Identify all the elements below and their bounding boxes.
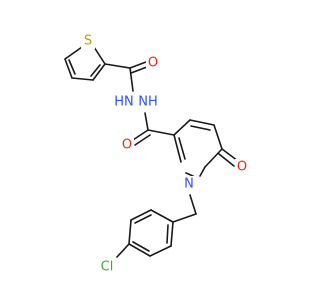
bond [149, 245, 172, 257]
molecule-canvas: S O HN NH O N O Cl [64, 33, 249, 275]
atom-label: Cl [101, 260, 114, 275]
atom-nh: NH [136, 94, 160, 110]
bond [134, 214, 152, 224]
bond [213, 124, 223, 150]
bond [199, 166, 206, 177]
bond [130, 66, 148, 74]
bond [90, 64, 101, 77]
bond [166, 224, 169, 244]
bond [134, 134, 151, 146]
atom-o-upper: O [146, 55, 160, 71]
bond [132, 241, 150, 252]
bond [172, 213, 197, 223]
bond [68, 59, 76, 75]
bond [204, 148, 223, 168]
pyridone-ring [173, 119, 223, 177]
bond [190, 125, 211, 131]
bond [189, 119, 215, 126]
atom-label: N [184, 177, 194, 192]
bond [129, 61, 147, 69]
bond [128, 219, 132, 245]
atom-label: O [122, 138, 132, 153]
chlorobenzene-ring [128, 209, 174, 257]
bond [132, 129, 149, 141]
atom-label: NH [138, 95, 158, 110]
bond [185, 172, 194, 177]
bond [128, 243, 151, 257]
atom-label: S [84, 34, 92, 49]
atom-label: O [237, 160, 247, 175]
bond [178, 137, 186, 160]
bond [150, 209, 174, 223]
bond [64, 46, 83, 60]
atom-n-ring: N [182, 176, 196, 192]
bond [93, 46, 106, 65]
bond [144, 112, 149, 131]
bond [92, 63, 106, 81]
bond [130, 209, 152, 221]
bond [173, 119, 191, 136]
atom-label: O [148, 56, 158, 71]
atom-hn: HN [112, 94, 136, 110]
bond [170, 221, 174, 247]
atom-label: HN [114, 95, 134, 110]
bond [147, 129, 175, 136]
bond [218, 153, 235, 167]
atom-cl: Cl [98, 259, 116, 275]
bond [64, 58, 73, 79]
molecule-structure: S O HN NH O N O Cl [64, 33, 249, 275]
bond [116, 243, 130, 258]
bond [104, 63, 131, 69]
bond [71, 77, 94, 81]
atom-s: S [81, 33, 95, 49]
bond [173, 134, 182, 163]
bond [189, 194, 197, 215]
bond [129, 67, 134, 92]
thiophene-ring [64, 46, 106, 81]
atom-o-pyridone: O [235, 159, 249, 175]
atom-o-amide: O [120, 137, 134, 153]
